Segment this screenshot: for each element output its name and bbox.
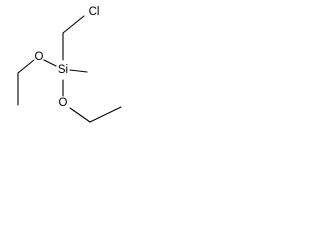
oxygen-lower-label: O [59,97,68,109]
bond-si-o-upper [43,59,57,67]
bond-si-methyl [69,69,88,73]
bond-o-upper-ch2 [17,59,35,74]
chemical-structure: Cl Si O O [17,6,122,123]
chlorine-label: Cl [89,6,100,18]
bond-o-lower-ch2 [69,107,91,123]
oxygen-upper-label: O [35,51,44,63]
atom-labels: Cl Si O O [35,6,100,109]
bond-ethyl-lower [89,106,122,123]
bonds [17,15,122,123]
bond-ch2-cl [62,15,85,34]
silicon-label: Si [58,64,68,76]
